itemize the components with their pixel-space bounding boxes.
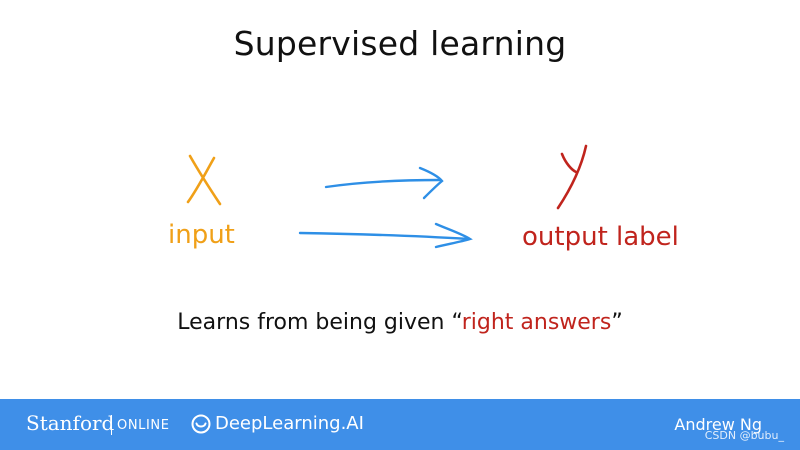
footer-bar: Stanford ONLINE DeepLearning.AI Andrew N… [0,399,800,450]
output-label: output label [522,222,679,252]
handwritten-y-icon [556,144,588,210]
deeplearning-logo-icon [191,414,211,434]
tagline: Learns from being given “right answers” [0,310,800,335]
tagline-open-quote: “ [451,310,462,335]
stanford-logo: Stanford [26,411,115,435]
author-name: Andrew Ng [674,415,762,434]
handwritten-x-icon [186,154,222,206]
online-label: ONLINE [117,418,170,433]
watermark: CSDN @bubu_ [704,429,784,442]
tagline-prefix: Learns from being given [177,310,452,335]
logo-divider [111,415,112,435]
tagline-highlight: right answers [461,310,612,335]
input-label: input [168,220,235,250]
slide-title: Supervised learning [233,24,567,63]
tagline-close-quote: ” [611,310,623,335]
arrow-top-icon [324,166,444,200]
arrow-bottom-icon [298,222,473,249]
deeplearning-logo-text: DeepLearning.AI [215,413,364,434]
